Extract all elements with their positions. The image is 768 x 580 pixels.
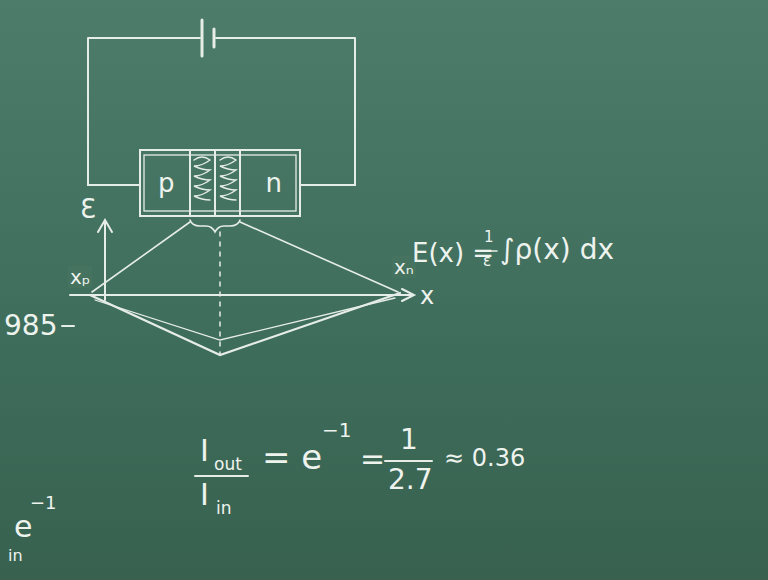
battery-plate — [213, 29, 216, 47]
equation-subscript: out — [214, 456, 242, 473]
field-symbol: Ɛ — [80, 196, 96, 222]
equation-subscript: in — [8, 548, 23, 564]
equation-term: I — [200, 480, 209, 510]
battery-plate — [201, 20, 204, 56]
axis-mark: xₚ — [68, 266, 92, 288]
field-triangle — [90, 293, 400, 355]
depletion-edge — [239, 150, 241, 216]
field-axis — [98, 220, 112, 300]
equation-exponent: −1 — [30, 494, 57, 512]
pn-block-inner — [144, 155, 296, 211]
equation-term: E(x) = — [412, 240, 494, 266]
equation-term: 2.7 — [388, 466, 433, 494]
equation-term: = e — [262, 440, 322, 474]
equation-term: 1 — [400, 426, 418, 454]
chalk-dash — [62, 325, 74, 327]
region-label: n — [266, 170, 282, 196]
x-axis — [70, 289, 414, 301]
projection-line — [92, 222, 398, 292]
axis-label: x — [420, 284, 434, 308]
equation-term: ∫ρ(x) dx — [500, 236, 614, 264]
board-note: 985 — [4, 312, 57, 340]
region-label: p — [158, 170, 175, 196]
depletion-edge — [189, 150, 191, 216]
depletion-charges — [194, 157, 236, 200]
pn-junction-block: pn — [144, 156, 296, 210]
equation-term: = — [360, 444, 385, 474]
equation-exponent: −1 — [322, 420, 351, 440]
equation-term: I — [200, 436, 209, 466]
circuit-wire — [88, 38, 355, 185]
pn-block-outline — [140, 150, 300, 216]
field-triangle-inner — [95, 298, 395, 340]
brace — [190, 220, 240, 232]
junction-line — [214, 150, 216, 216]
fraction-bar — [385, 460, 432, 462]
equation-term: ε — [483, 254, 491, 269]
equation-term: ≈ 0.36 — [444, 446, 525, 470]
fraction-bar — [195, 475, 248, 477]
equation-term: 1 — [484, 230, 494, 245]
equation-term: e — [14, 512, 32, 542]
junction-dash — [219, 232, 221, 355]
equation-subscript: in — [216, 500, 232, 517]
